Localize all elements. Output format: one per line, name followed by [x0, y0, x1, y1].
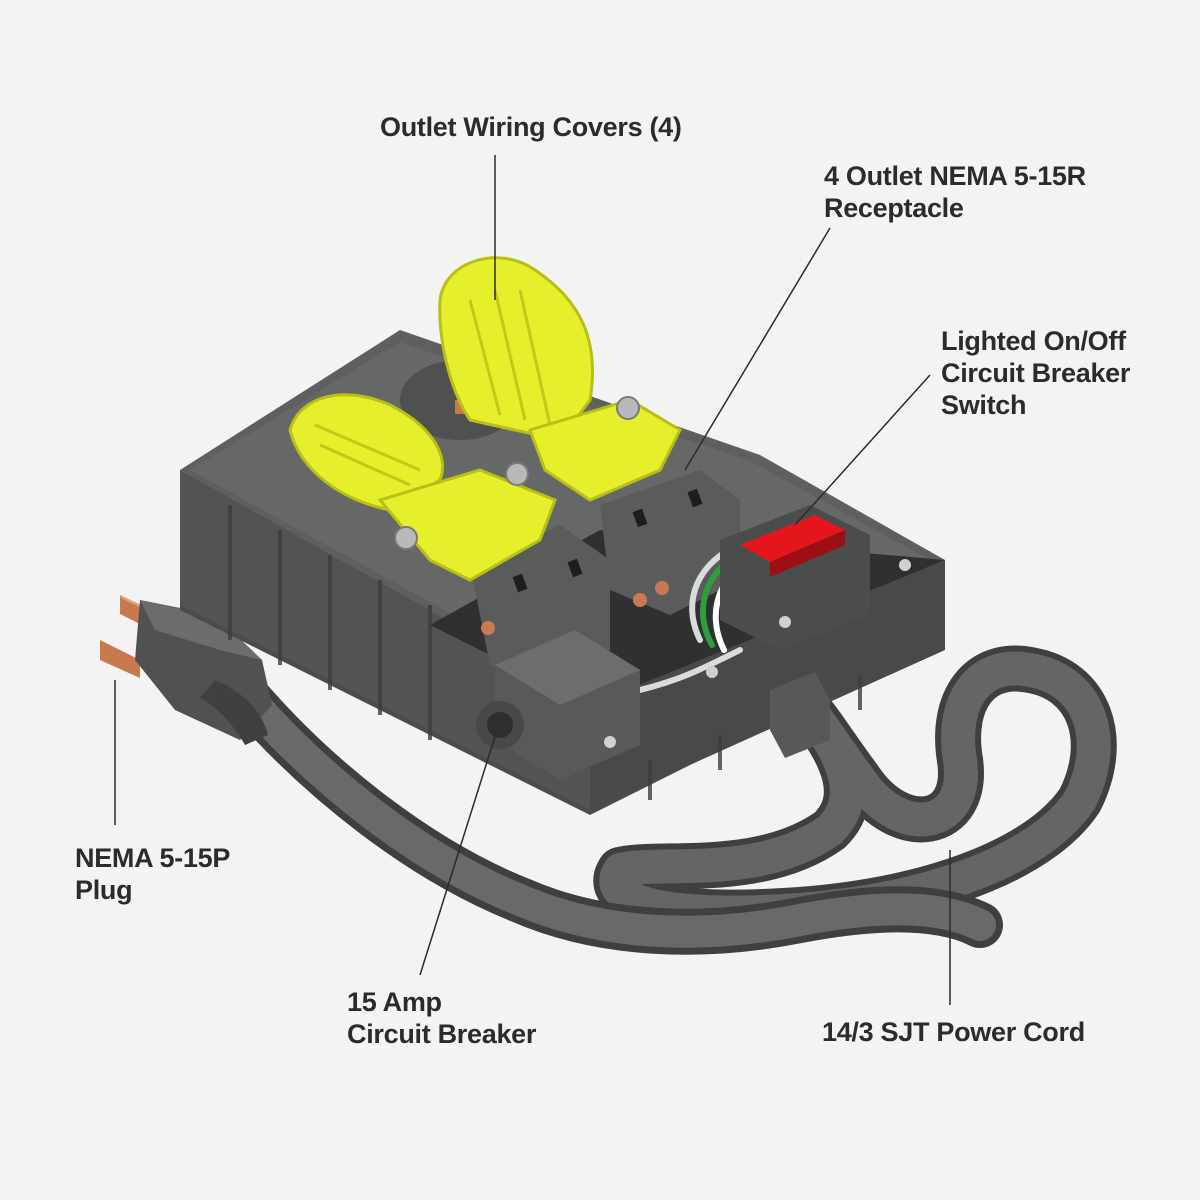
label-switch: Lighted On/Off Circuit Breaker Switch: [941, 325, 1130, 421]
rocker-switch: [740, 515, 845, 562]
leader-lines: [114, 155, 951, 1005]
label-line: Switch: [941, 390, 1027, 420]
leader-switch: [794, 374, 931, 526]
power-cord: [227, 645, 1117, 955]
label-line: Circuit Breaker: [347, 1019, 537, 1049]
label-line: Receptacle: [824, 193, 964, 223]
label-outlet-wiring-covers: Outlet Wiring Covers (4): [380, 111, 682, 143]
label-line: NEMA 5-15P: [75, 843, 231, 873]
label-line: 15 Amp: [347, 987, 442, 1017]
label-line: Plug: [75, 875, 133, 905]
label-line: Circuit Breaker: [941, 358, 1131, 388]
leader-breaker: [419, 729, 498, 976]
label-receptacle: 4 Outlet NEMA 5-15R Receptacle: [824, 160, 1086, 224]
label-line: Lighted On/Off: [941, 326, 1126, 356]
label-power-cord: 14/3 SJT Power Cord: [822, 1016, 1085, 1048]
label-line: 14/3 SJT Power Cord: [822, 1017, 1085, 1047]
outlet-wiring-covers: [288, 256, 682, 582]
nema-5-15p-plug: [100, 595, 272, 745]
outlet-cover-upright: [438, 256, 682, 502]
label-breaker: 15 Amp Circuit Breaker: [347, 986, 536, 1050]
label-line: Outlet Wiring Covers (4): [380, 112, 682, 142]
label-plug: NEMA 5-15P Plug: [75, 842, 230, 906]
wiring-compartment: [430, 470, 945, 780]
leader-receptacle: [684, 227, 831, 471]
outlet-cover-flat: [288, 393, 557, 582]
label-line: 4 Outlet NEMA 5-15R: [824, 161, 1086, 191]
